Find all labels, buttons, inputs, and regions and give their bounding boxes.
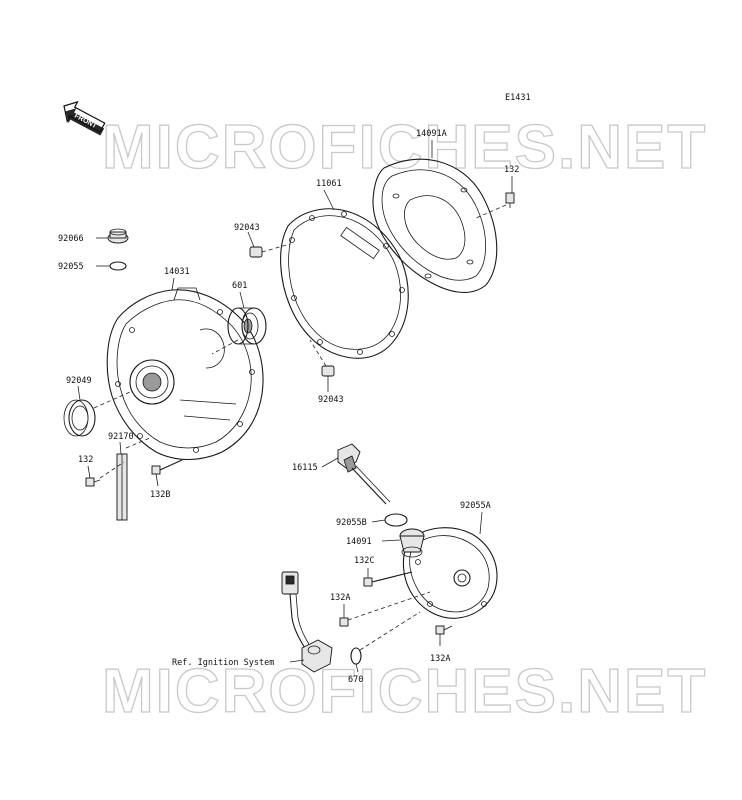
label-670: 670 xyxy=(348,675,363,685)
label-92066: 92066 xyxy=(58,234,84,244)
cover-14091 xyxy=(399,527,498,619)
label-92055a: 92055A xyxy=(460,501,491,511)
watermark-bottom: MICROFICHES.NET xyxy=(102,657,707,726)
part-labels: 14091A 132 11061 92043 92066 92055 14031… xyxy=(58,129,519,685)
cover-plate-14091a xyxy=(372,158,498,293)
label-16115: 16115 xyxy=(292,463,318,473)
ignition-sensor xyxy=(281,571,333,673)
label-132-left: 132 xyxy=(78,455,93,465)
label-132c: 132C xyxy=(354,556,374,566)
label-92043-bottom: 92043 xyxy=(318,395,344,405)
leader-lines xyxy=(77,140,513,673)
label-14091: 14091 xyxy=(346,537,372,547)
plug-92066 xyxy=(107,228,129,244)
label-132-top: 132 xyxy=(504,165,519,175)
bolt-132b xyxy=(151,459,183,475)
label-92049: 92049 xyxy=(66,376,92,386)
label-601: 601 xyxy=(232,281,247,291)
label-14091a: 14091A xyxy=(416,129,447,139)
dowel-92043-top xyxy=(249,246,263,258)
bolt-132a-right xyxy=(435,625,453,635)
bolt-132a-mid xyxy=(339,617,349,627)
label-92055b: 92055B xyxy=(336,518,367,528)
o-ring-92055b xyxy=(384,513,408,527)
label-92055: 92055 xyxy=(58,262,84,272)
bearing-601 xyxy=(227,307,267,345)
bolt-132-left xyxy=(85,477,101,487)
diagram-code: E1431 xyxy=(505,93,531,103)
label-11061: 11061 xyxy=(316,179,342,189)
watermark-top: MICROFICHES.NET xyxy=(102,113,707,182)
label-92170: 92170 xyxy=(108,432,134,442)
seal-92049 xyxy=(63,399,96,437)
label-132a-mid: 132A xyxy=(330,593,350,603)
bolt-132-top xyxy=(505,192,515,208)
bolt-132c xyxy=(363,571,413,587)
housing-14031 xyxy=(106,287,264,460)
clamp-92170 xyxy=(116,453,128,521)
label-132a-right: 132A xyxy=(430,654,450,664)
label-132b: 132B xyxy=(150,490,170,500)
label-14031: 14031 xyxy=(164,267,190,277)
label-92043-top: 92043 xyxy=(234,223,260,233)
gasket-11061 xyxy=(280,208,409,359)
dipstick-16115 xyxy=(337,443,391,505)
dowel-92043-bottom xyxy=(321,365,335,377)
o-ring-92055 xyxy=(109,261,127,271)
label-ref-ignition: Ref. Ignition System xyxy=(172,658,274,668)
